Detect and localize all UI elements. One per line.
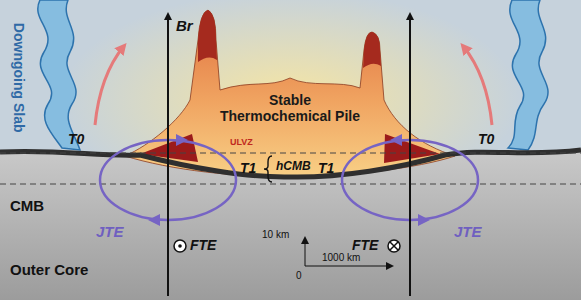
current-symbol: JTE [454,224,482,241]
current-symbol: JTE [96,224,124,241]
slab-label: Downgoing Slab [10,23,25,133]
force-symbol: FTE [190,238,216,253]
field-symbol: Br [176,18,193,35]
layer-label: CMB [10,198,44,215]
temperature-symbol: T1 [318,161,334,176]
temperature-symbol: T0 [68,132,84,147]
layer-label: Outer Core [10,262,88,279]
force-symbol: FTE [352,238,378,253]
ulvz-label: ULVZ [230,138,253,148]
scale-label: 1000 km [322,252,360,263]
temperature-symbol: T0 [478,132,494,147]
pile-region: Stable Thermochemical Pile [215,92,365,124]
scale-label: 0 [296,270,302,281]
temperature-symbol: T1 [240,161,256,176]
thickness-symbol: hCMB [276,160,311,173]
region-label: Stable Thermochemical Pile [215,92,365,124]
scale-label: 10 km [262,229,289,240]
